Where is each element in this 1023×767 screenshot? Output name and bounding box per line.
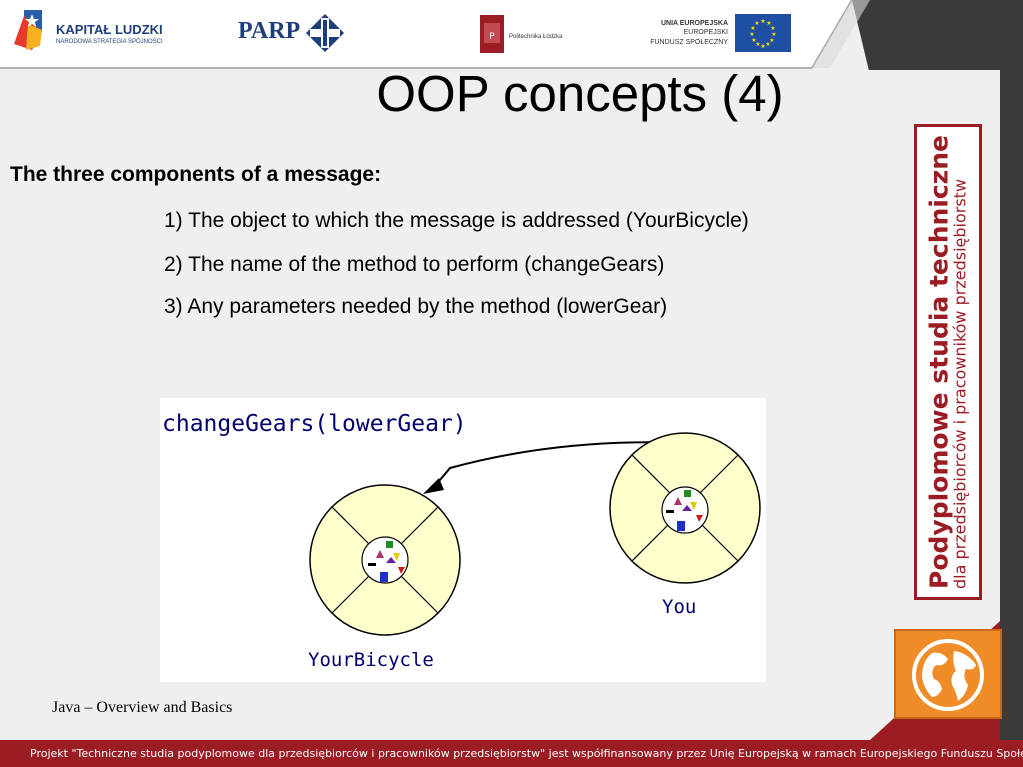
ue-text-block: UNIA EUROPEJSKA EUROPEJSKI FUNDUSZ SPOŁE… bbox=[630, 19, 728, 47]
politechnika-crest-icon: P bbox=[480, 15, 504, 53]
svg-text:★: ★ bbox=[750, 25, 755, 32]
kapital-ludzki-title: KAPITAŁ LUDZKI bbox=[56, 22, 163, 37]
kapital-ludzki-logo bbox=[12, 10, 50, 59]
svg-text:P: P bbox=[489, 32, 495, 42]
svg-text:★: ★ bbox=[755, 41, 760, 48]
parp-logo-text: PARP bbox=[238, 18, 301, 44]
ue-line3: FUNDUSZ SPOŁECZNY bbox=[650, 38, 728, 46]
slide-title: OOP concepts (4) bbox=[376, 65, 784, 122]
bottom-project-bar bbox=[0, 740, 1023, 767]
svg-text:★: ★ bbox=[770, 25, 775, 32]
ue-line1: UNIA EUROPEJSKA bbox=[660, 20, 728, 27]
component-1: 1) The object to which the message is ad… bbox=[164, 209, 749, 232]
svg-text:★: ★ bbox=[760, 18, 765, 25]
eu-flag-icon: ★★★ ★★★ ★★★ ★★★ bbox=[735, 14, 791, 52]
svg-text:★: ★ bbox=[765, 41, 770, 48]
message-diagram: changeGears(lowerGear) YourBicycle bbox=[160, 398, 766, 682]
globe-icon bbox=[912, 639, 984, 711]
parp-logo-icon bbox=[306, 14, 344, 52]
component-3: 3) Any parameters needed by the method (… bbox=[164, 295, 668, 318]
side-badge-line1: Podyplomowe studia techniczne bbox=[924, 135, 954, 589]
arrowhead-icon bbox=[423, 478, 444, 494]
svg-text:★: ★ bbox=[760, 43, 765, 50]
svg-text:★: ★ bbox=[769, 37, 774, 44]
slide-subtitle: The three components of a message: bbox=[10, 163, 382, 186]
kapital-ludzki-icon bbox=[14, 10, 42, 50]
svg-text:★: ★ bbox=[754, 20, 759, 27]
object-yourbicycle bbox=[309, 484, 461, 636]
footer-course-title: Java – Overview and Basics bbox=[52, 699, 233, 716]
side-badge: Podyplomowe studia techniczne dla przeds… bbox=[914, 124, 982, 600]
bottom-project-text: Projekt "Techniczne studia podyplomowe d… bbox=[30, 747, 1023, 760]
side-badge-text: Podyplomowe studia techniczne dla przeds… bbox=[924, 135, 970, 589]
svg-text:★: ★ bbox=[749, 31, 754, 38]
svg-text:★: ★ bbox=[766, 20, 771, 27]
message-label: changeGears(lowerGear) bbox=[162, 411, 467, 437]
object-yourbicycle-label: YourBicycle bbox=[308, 649, 434, 671]
right-shade-band bbox=[1000, 55, 1023, 740]
svg-text:★: ★ bbox=[751, 37, 756, 44]
kapital-ludzki-subtitle: NARODOWA STRATEGIA SPÓJNOŚCI bbox=[56, 39, 163, 45]
object-you-label: You bbox=[662, 596, 696, 618]
side-badge-line2: dla przedsiębiorców i pracowników przeds… bbox=[950, 178, 970, 589]
ue-line2: EUROPEJSKI bbox=[683, 29, 728, 37]
globe-logo bbox=[894, 629, 1002, 719]
politechnika-name: Politechnika Łódzka bbox=[509, 34, 563, 40]
component-2: 2) The name of the method to perform (ch… bbox=[164, 253, 665, 276]
svg-text:★: ★ bbox=[771, 31, 776, 38]
message-diagram-graphic: changeGears(lowerGear) YourBicycle bbox=[162, 411, 761, 671]
object-you bbox=[609, 432, 761, 584]
